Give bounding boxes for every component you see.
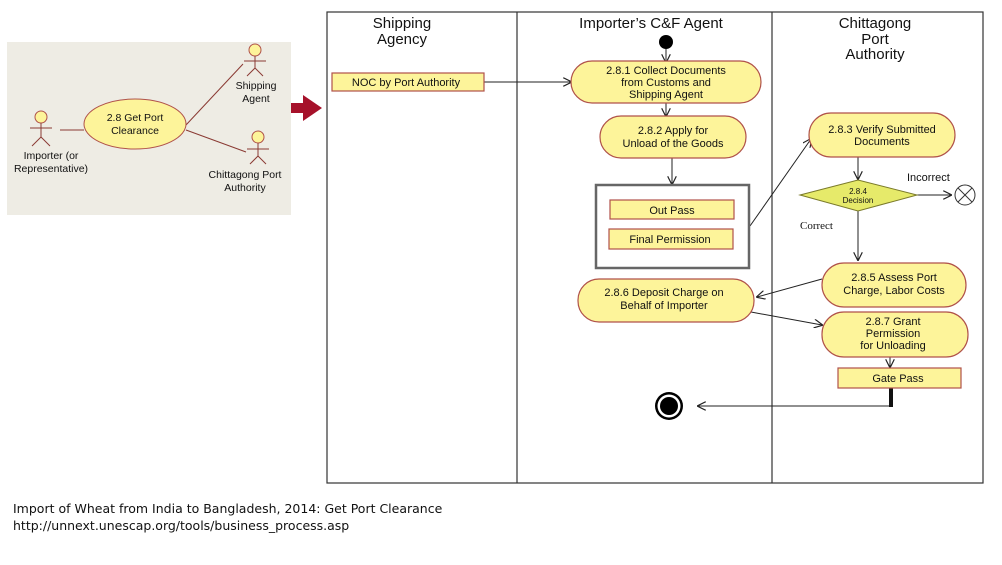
actor-port-authority-label-line1: Chittagong Port [209, 169, 282, 181]
activity-285 [821, 262, 967, 308]
document-out-pass-label: Out Pass [649, 205, 695, 217]
caption-source-url: http://unnext.unescap.org/tools/business… [13, 518, 350, 533]
caption-title: Import of Wheat from India to Bangladesh… [13, 501, 443, 516]
activity-281-line2: from Customs and [621, 77, 711, 89]
activity-287-line1: 2.8.7 Grant [865, 316, 920, 328]
actor-importer-label-line1: Importer (or [24, 150, 79, 162]
lane-title-shipping-agency-line2: Agency [377, 31, 428, 48]
use-case-get-port-clearance [83, 98, 187, 150]
activity-287-line3: for Unloading [860, 340, 925, 352]
edge-docs-to-283 [749, 139, 811, 227]
document-gate-pass-label: Gate Pass [872, 373, 924, 385]
actor-shipping-agent-label-line1: Shipping [236, 80, 277, 92]
edge-286-to-287 [750, 311, 822, 325]
caption: Import of Wheat from India to Bangladesh… [13, 500, 442, 534]
documents-group [594, 183, 751, 270]
activity-281-line3: Shipping Agent [629, 89, 703, 101]
document-noc-label: NOC by Port Authority [352, 77, 461, 89]
decision-284-line2: Decision [843, 196, 874, 205]
activity-286-line1: 2.8.6 Deposit Charge on [604, 287, 723, 299]
actor-importer-label-line2: Representative) [14, 163, 88, 175]
document-final-permission-label: Final Permission [629, 234, 710, 246]
actor-shipping-agent-label-line2: Agent [242, 93, 270, 105]
activity-283-line1: 2.8.3 Verify Submitted [828, 124, 936, 136]
use-case-panel: 2.8 Get Port Clearance Importer (or Repr… [7, 42, 291, 215]
use-case-label-line2: Clearance [111, 125, 159, 137]
guard-correct: Correct [800, 220, 833, 232]
guard-incorrect: Incorrect [907, 172, 950, 184]
lane-title-port-authority-line2: Port [861, 31, 889, 48]
lane-title-port-authority-line3: Authority [845, 46, 905, 63]
association-port-authority [185, 129, 247, 153]
document-noc [331, 72, 485, 92]
association-shipping-agent [185, 63, 244, 126]
lane-title-importer-agent: Importer’s C&F Agent [579, 15, 724, 32]
activity-281 [570, 60, 762, 104]
activity-286-line2: Behalf of Importer [620, 300, 708, 312]
activity-285-line1: 2.8.5 Assess Port [851, 272, 937, 284]
right-arrow-icon [291, 95, 322, 121]
activity-286 [577, 278, 755, 323]
activity-285-line2: Charge, Labor Costs [843, 285, 945, 297]
gate-pass-bar [889, 388, 893, 407]
flow-final-icon [954, 184, 976, 206]
actor-importer-icon [30, 110, 52, 147]
decision-284-line1: 2.8.4 [849, 187, 867, 196]
activity-282-line2: Unload of the Goods [623, 138, 724, 150]
initial-node-icon [659, 35, 673, 49]
actor-port-authority-label-line2: Authority [224, 182, 266, 194]
final-node-icon [655, 392, 683, 420]
actor-port-authority-icon [247, 130, 269, 165]
activity-287-line2: Permission [866, 328, 920, 340]
activity-287 [821, 311, 969, 358]
activity-283-line2: Documents [854, 136, 910, 148]
activity-282 [599, 115, 747, 159]
lane-title-port-authority-line1: Chittagong [839, 15, 912, 32]
document-out-pass [609, 199, 735, 220]
lane-title-shipping-agency-line1: Shipping [373, 15, 431, 32]
decision-284 [798, 179, 919, 212]
use-case-label-line1: 2.8 Get Port [107, 112, 164, 124]
edge-285-to-286 [757, 278, 823, 297]
activity-283 [808, 112, 956, 158]
activity-282-line1: 2.8.2 Apply for [638, 125, 709, 137]
document-gate-pass [837, 367, 962, 389]
activity-281-line1: 2.8.1 Collect Documents [606, 65, 726, 77]
document-final-permission [608, 228, 734, 250]
actor-shipping-agent-icon [244, 43, 266, 77]
